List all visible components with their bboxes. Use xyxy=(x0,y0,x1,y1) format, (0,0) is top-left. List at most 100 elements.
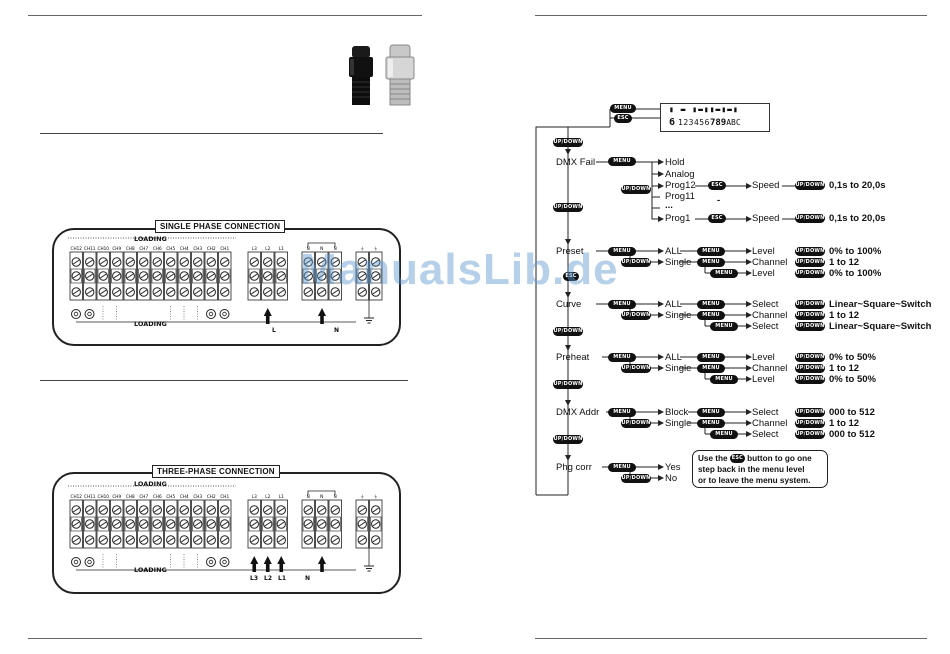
tp-arrow-l3 xyxy=(250,556,259,572)
updown-key-3[interactable]: UP/DOWN xyxy=(553,327,583,336)
tp-terminal-label-3: CH9 xyxy=(112,494,121,499)
preset-single-level[interactable]: Level xyxy=(752,268,775,279)
dmx-fail-prog12[interactable]: Prog12 xyxy=(665,180,696,191)
curve-single-select[interactable]: Select xyxy=(752,321,779,332)
preheat-all[interactable]: ALL xyxy=(665,352,682,363)
curve-all-select-range: Linear~Square~Switch xyxy=(829,299,932,310)
dmx-fail-hold[interactable]: Hold xyxy=(665,157,685,168)
sp-lamp-11 xyxy=(219,309,230,319)
curve-single-menu-key[interactable]: MENU xyxy=(697,311,725,320)
right-page-bottom-rule xyxy=(535,638,927,639)
dmx-addr-block[interactable]: Block xyxy=(665,407,689,418)
dmx-addr-updown-key[interactable]: UP/DOWN xyxy=(621,419,651,428)
preheat-channel-menu-key[interactable]: MENU xyxy=(710,375,738,384)
preheat-single-level-updown[interactable]: UP/DOWN xyxy=(795,375,825,384)
prog12-speed[interactable]: Speed xyxy=(752,180,780,191)
preset-all-level-range: 0% to 100% xyxy=(829,246,882,257)
esc-key-top[interactable]: ESC xyxy=(614,114,632,123)
preset-single-level-range: 0% to 100% xyxy=(829,268,882,279)
phg-corr-no[interactable]: No xyxy=(665,473,678,484)
preheat-single[interactable]: Single xyxy=(665,363,692,374)
dmx-fail-prog11[interactable]: Prog11 xyxy=(665,191,695,202)
preheat-single-level[interactable]: Level xyxy=(752,374,775,385)
dmx-addr-single-select[interactable]: Select xyxy=(752,429,779,440)
menu-preheat[interactable]: Preheat xyxy=(556,352,590,363)
preset-all-level-updown[interactable]: UP/DOWN xyxy=(795,247,825,256)
prog12-speed-updown[interactable]: UP/DOWN xyxy=(795,181,825,190)
dmx-fail-menu-key[interactable]: MENU xyxy=(608,157,636,166)
curve-channel-updown[interactable]: UP/DOWN xyxy=(795,311,825,320)
prog12-esc-key[interactable]: ESC xyxy=(708,181,726,190)
sp-terminal-label-11: CH1 xyxy=(220,246,229,251)
preset-updown-key[interactable]: UP/DOWN xyxy=(621,258,651,267)
phg-corr-updown-key[interactable]: UP/DOWN xyxy=(621,474,651,483)
dmx-addr-block-menu-key[interactable]: MENU xyxy=(697,408,725,417)
dmx-addr-single-menu-key[interactable]: MENU xyxy=(697,419,725,428)
dmx-addr-menu-key[interactable]: MENU xyxy=(608,408,636,417)
esc-key-left[interactable]: ESC xyxy=(563,272,579,281)
curve-all-select-updown[interactable]: UP/DOWN xyxy=(795,300,825,309)
prog1-speed-updown[interactable]: UP/DOWN xyxy=(795,214,825,223)
lcd-channels-tail: ABC xyxy=(726,118,741,127)
preset-channel-menu-key[interactable]: MENU xyxy=(710,269,738,278)
phg-corr-menu-key[interactable]: MENU xyxy=(608,463,636,472)
curve-channel-menu-key[interactable]: MENU xyxy=(710,322,738,331)
dmx-addr-channel[interactable]: Channel xyxy=(752,418,788,429)
preheat-menu-key[interactable]: MENU xyxy=(608,353,636,362)
dmx-addr-single[interactable]: Single xyxy=(665,418,692,429)
preset-single[interactable]: Single xyxy=(665,257,692,268)
preset-all[interactable]: ALL xyxy=(665,246,682,257)
preset-single-level-updown[interactable]: UP/DOWN xyxy=(795,269,825,278)
curve-menu-key[interactable]: MENU xyxy=(608,300,636,309)
tp-lamp-11 xyxy=(219,557,230,567)
menu-key-top[interactable]: MENU xyxy=(610,104,636,113)
menu-curve[interactable]: Curve xyxy=(556,299,582,310)
lcd-row1: ▮ ▬ ▮▬▮▮▬▮▬▮ xyxy=(669,105,739,114)
updown-key-4[interactable]: UP/DOWN xyxy=(553,380,583,389)
curve-all-menu-key[interactable]: MENU xyxy=(697,300,725,309)
preheat-all-level[interactable]: Level xyxy=(752,352,775,363)
menu-preset[interactable]: Preset xyxy=(556,246,584,257)
three-phase-arrow-label-l1: L1 xyxy=(278,575,286,582)
dmx-addr-block-select[interactable]: Select xyxy=(752,407,779,418)
updown-key-2[interactable]: UP/DOWN xyxy=(553,203,583,212)
preset-all-menu-key[interactable]: MENU xyxy=(697,247,725,256)
preheat-all-menu-key[interactable]: MENU xyxy=(697,353,725,362)
preset-menu-key[interactable]: MENU xyxy=(608,247,636,256)
dmx-addr-channel-menu-key[interactable]: MENU xyxy=(710,430,738,439)
preheat-channel-updown[interactable]: UP/DOWN xyxy=(795,364,825,373)
menu-dmx-addr[interactable]: DMX Addr xyxy=(556,407,600,418)
tp-terminal-label-10: CH2 xyxy=(207,494,216,499)
menu-dmx-fail[interactable]: DMX Fail xyxy=(556,157,596,168)
preheat-single-menu-key[interactable]: MENU xyxy=(697,364,725,373)
curve-updown-key[interactable]: UP/DOWN xyxy=(621,311,651,320)
preset-all-level[interactable]: Level xyxy=(752,246,775,257)
sp-arrow-l xyxy=(263,308,272,324)
sp-terminal-label-8: CH4 xyxy=(180,246,189,251)
dmx-fail-analog[interactable]: Analog xyxy=(665,169,695,180)
dmx-fail-updown-key[interactable]: UP/DOWN xyxy=(621,185,651,194)
curve-channel[interactable]: Channel xyxy=(752,310,788,321)
preheat-channel[interactable]: Channel xyxy=(752,363,788,374)
updown-key-1[interactable]: UP/DOWN xyxy=(553,138,583,147)
prog1-esc-key[interactable]: ESC xyxy=(708,214,726,223)
preset-single-menu-key[interactable]: MENU xyxy=(697,258,725,267)
menu-phg-corr[interactable]: Phg corr xyxy=(556,462,592,473)
preheat-all-level-updown[interactable]: UP/DOWN xyxy=(795,353,825,362)
curve-single-select-updown[interactable]: UP/DOWN xyxy=(795,322,825,331)
dmx-addr-channel-updown[interactable]: UP/DOWN xyxy=(795,419,825,428)
preheat-updown-key[interactable]: UP/DOWN xyxy=(621,364,651,373)
prog1-speed[interactable]: Speed xyxy=(752,213,780,224)
curve-single[interactable]: Single xyxy=(665,310,692,321)
curve-all[interactable]: ALL xyxy=(665,299,682,310)
dmx-fail-prog1[interactable]: Prog1 xyxy=(665,213,691,224)
dmx-addr-single-select-updown[interactable]: UP/DOWN xyxy=(795,430,825,439)
preset-channel-updown[interactable]: UP/DOWN xyxy=(795,258,825,267)
curve-all-select[interactable]: Select xyxy=(752,299,779,310)
phg-corr-yes[interactable]: Yes xyxy=(665,462,681,473)
preset-channel[interactable]: Channel xyxy=(752,257,788,268)
dmx-addr-block-select-updown[interactable]: UP/DOWN xyxy=(795,408,825,417)
updown-key-5[interactable]: UP/DOWN xyxy=(553,435,583,444)
note-line-1: Use the ESC button to go one xyxy=(698,453,822,464)
sp-terminal-label-4: CH8 xyxy=(126,246,135,251)
